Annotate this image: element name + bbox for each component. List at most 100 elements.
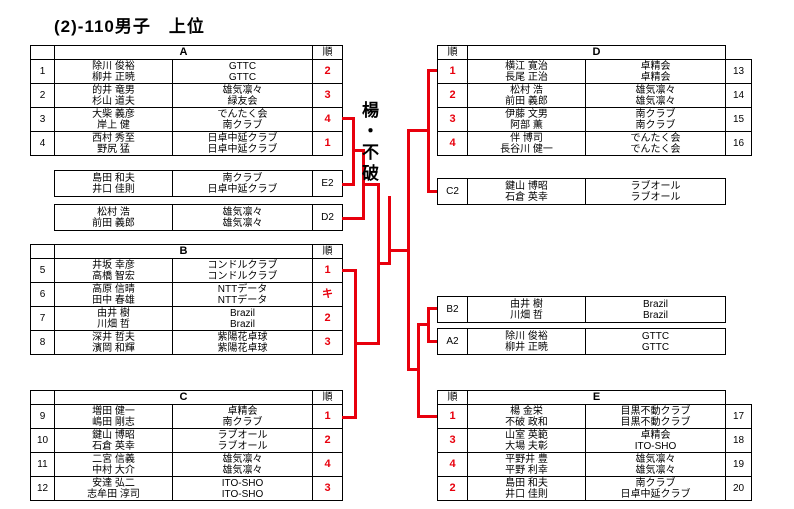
club-names: 卓精会卓精会 bbox=[586, 60, 726, 84]
player-name: 鍵山 博昭 bbox=[92, 429, 135, 441]
rank-cell: 2 bbox=[438, 477, 468, 501]
club-name: 雄気凛々 bbox=[222, 453, 263, 465]
player-names: 松村 浩前田 義郎 bbox=[468, 84, 586, 108]
rank-cell: 3 bbox=[313, 331, 343, 355]
club-name: 日卓中延クラブ bbox=[620, 488, 691, 500]
player-name: 前田 義郎 bbox=[92, 217, 135, 229]
player-name: 長尾 正治 bbox=[505, 71, 548, 83]
club-name: 目黒不動クラブ bbox=[620, 416, 691, 428]
player-name: 志牟田 淳司 bbox=[87, 488, 140, 500]
player-names: 鍵山 博昭石倉 英幸 bbox=[468, 179, 586, 205]
rank-cell: 4 bbox=[438, 132, 468, 156]
advance-seed-cell: 20 bbox=[725, 476, 752, 501]
club-name: GTTC bbox=[641, 330, 670, 342]
player-names: 楊 金栄不破 政和 bbox=[468, 405, 586, 429]
club-name: でんたく会 bbox=[630, 143, 681, 155]
player-name: 二宮 信義 bbox=[92, 453, 135, 465]
player-names: 由井 樹川畑 哲 bbox=[55, 307, 173, 331]
seed-header bbox=[31, 391, 55, 405]
club-name: 卓精会 bbox=[640, 71, 671, 83]
club-names: 目黒不動クラブ目黒不動クラブ bbox=[586, 405, 726, 429]
player-names: 横江 寛治長尾 正治 bbox=[468, 60, 586, 84]
bracket-line bbox=[417, 323, 427, 326]
club-name: ラブオール bbox=[217, 429, 268, 441]
player-name: 田中 春雄 bbox=[92, 294, 135, 306]
player-name: 長谷川 健一 bbox=[500, 143, 553, 155]
club-names: 南クラブ日卓中延クラブ bbox=[586, 477, 726, 501]
order-header: 順 bbox=[438, 391, 468, 405]
player-name: 増田 健一 bbox=[92, 405, 135, 417]
club-name: Brazil bbox=[229, 318, 255, 330]
club-names: コンドルクラブコンドルクラブ bbox=[173, 259, 313, 283]
player-name: 高橋 智宏 bbox=[92, 270, 135, 282]
rank-cell: 1 bbox=[313, 132, 343, 156]
player-names: 安達 弘二志牟田 淳司 bbox=[55, 477, 173, 501]
player-name: 柳井 正暁 bbox=[92, 71, 135, 83]
club-names: 南クラブ南クラブ bbox=[586, 108, 726, 132]
seed-cell: 6 bbox=[31, 283, 55, 307]
bracket-line bbox=[352, 149, 362, 152]
player-name: 野尻 猛 bbox=[97, 143, 130, 155]
qualifier-label: A2 bbox=[438, 329, 468, 355]
player-name: 島田 和夫 bbox=[92, 172, 135, 184]
player-name: 平野井 豊 bbox=[505, 453, 548, 465]
order-header: 順 bbox=[313, 46, 343, 60]
club-name: 雄気凛々 bbox=[635, 464, 676, 476]
rank-cell: 4 bbox=[313, 108, 343, 132]
club-name: 雄気凛々 bbox=[635, 84, 676, 96]
club-name: GTTC bbox=[228, 71, 257, 83]
player-name: 中村 大介 bbox=[92, 464, 135, 476]
club-name: 雄気凛々 bbox=[635, 95, 676, 107]
seed-cell: 7 bbox=[31, 307, 55, 331]
bracket-line bbox=[342, 416, 354, 419]
bracket-line bbox=[388, 249, 407, 252]
group-label: E bbox=[468, 391, 726, 405]
player-name: 平野 利幸 bbox=[505, 464, 548, 476]
seed-header bbox=[31, 245, 55, 259]
player-names: 大柴 義彦岸上 健 bbox=[55, 108, 173, 132]
group-label: B bbox=[55, 245, 313, 259]
rank-cell: 4 bbox=[438, 453, 468, 477]
player-name: 鍵山 博昭 bbox=[505, 180, 548, 192]
player-name: 由井 樹 bbox=[97, 307, 130, 319]
page-title: (2)-110男子 上位 bbox=[54, 17, 205, 36]
player-name: 前田 義郎 bbox=[505, 95, 548, 107]
club-name: 日卓中延クラブ bbox=[207, 183, 278, 195]
bracket-line bbox=[407, 368, 417, 371]
player-name: 嶋田 剛志 bbox=[92, 416, 135, 428]
bracket-line bbox=[427, 69, 430, 193]
order-header: 順 bbox=[438, 46, 468, 60]
player-names: 除川 俊裕柳井 正暁 bbox=[468, 329, 586, 355]
seed-cell: 3 bbox=[31, 108, 55, 132]
club-name: Brazil bbox=[642, 298, 668, 310]
player-name: 除川 俊裕 bbox=[505, 330, 548, 342]
club-name: 目黒不動クラブ bbox=[620, 405, 691, 417]
player-name: 由井 樹 bbox=[510, 298, 543, 310]
bracket-line bbox=[407, 129, 410, 371]
seed-header bbox=[31, 46, 55, 60]
club-name: 雄気凛々 bbox=[222, 84, 263, 96]
club-name: 南クラブ bbox=[635, 119, 676, 131]
player-name: 大柴 義彦 bbox=[92, 108, 135, 120]
club-names: 南クラブ日卓中延クラブ bbox=[173, 171, 313, 197]
rank-cell: 3 bbox=[313, 477, 343, 501]
club-name: Brazil bbox=[229, 307, 255, 319]
rank-cell: 2 bbox=[313, 429, 343, 453]
player-name: 阿部 薫 bbox=[510, 119, 543, 131]
seed-cell: 8 bbox=[31, 331, 55, 355]
qualifier-label: E2 bbox=[313, 171, 343, 197]
bracket-line bbox=[342, 217, 362, 220]
player-name: 大場 夫彰 bbox=[505, 440, 548, 452]
rank-cell: キ bbox=[313, 283, 343, 307]
bracket-line bbox=[388, 196, 391, 265]
player-name: 不破 政和 bbox=[505, 416, 548, 428]
advance-seed-cell: 13 bbox=[725, 59, 752, 84]
bracket-line bbox=[427, 307, 430, 343]
bracket-line bbox=[354, 342, 377, 345]
club-names: ラブオールラブオール bbox=[586, 179, 726, 205]
